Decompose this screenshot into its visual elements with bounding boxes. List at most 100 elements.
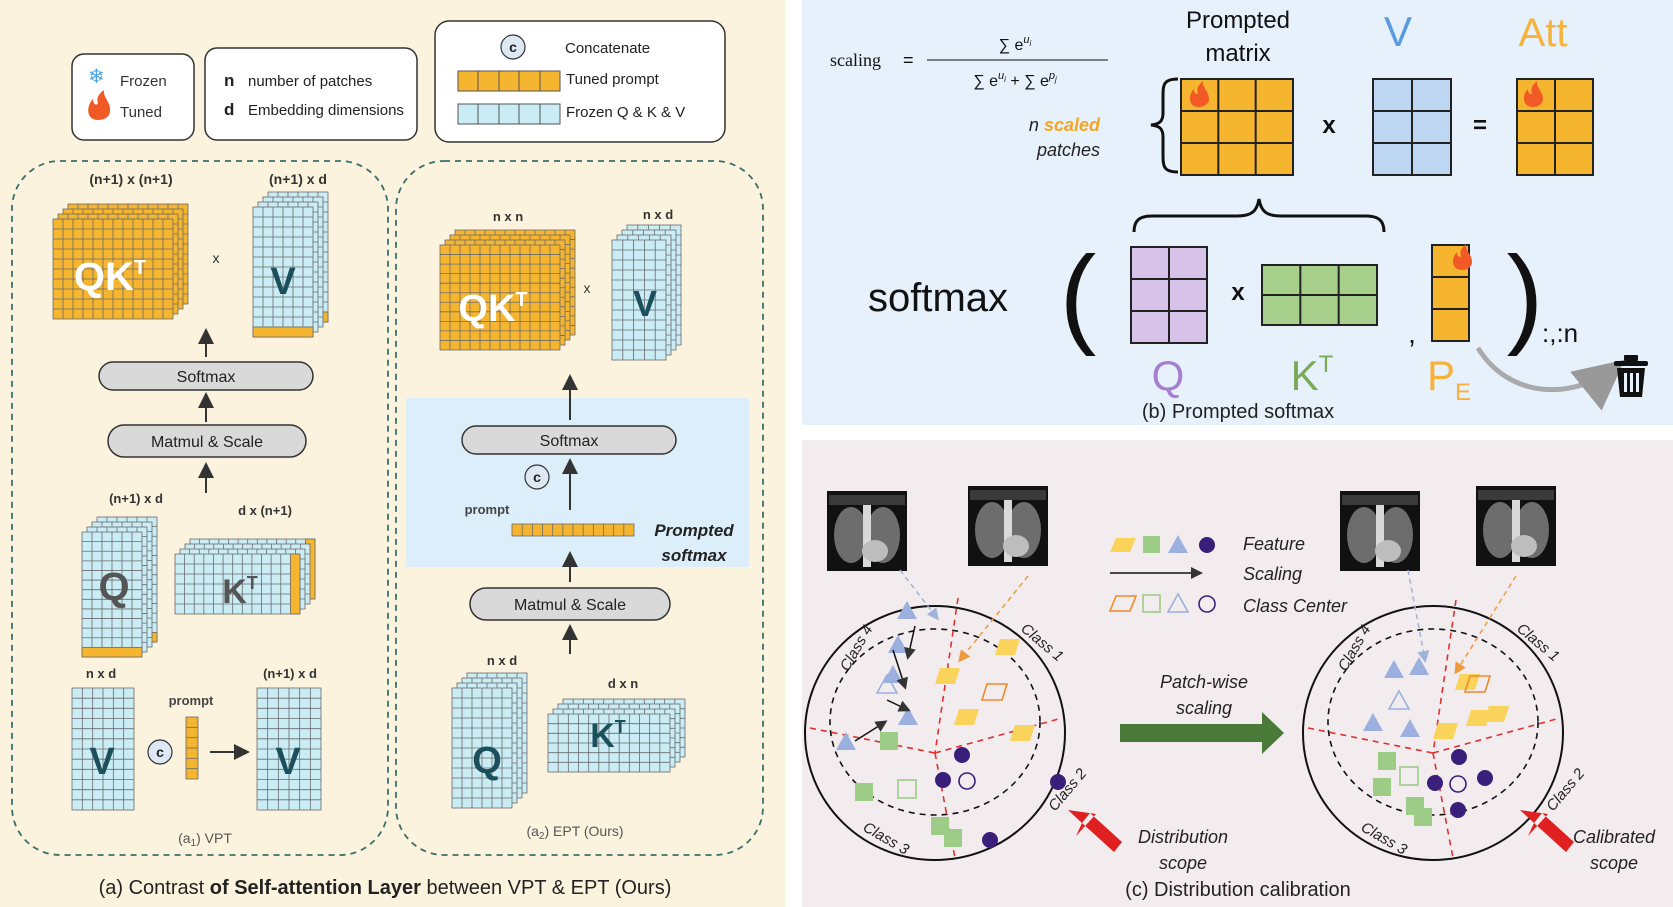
q-label: Q	[1152, 352, 1185, 399]
legend-center-yellow	[1108, 595, 1138, 612]
feature-circle	[1050, 774, 1066, 790]
vpt-q-matrix-stack	[81, 516, 158, 658]
flame-icon	[88, 90, 111, 120]
ept-qk-matrix-stack	[439, 229, 576, 351]
feature-circle	[1449, 775, 1467, 793]
feature-square	[880, 732, 898, 750]
vpt-v-in-matrix	[71, 687, 135, 811]
ept-v-dim: n x d	[643, 207, 673, 222]
b-times-2: x	[1231, 279, 1245, 306]
legend-tuned-label: Tuned	[120, 104, 162, 121]
vpt-v-label: V	[270, 261, 296, 303]
feature-parallelogram	[1463, 675, 1492, 693]
ept-concat-symbol: c	[533, 469, 541, 485]
ept-prompted-label-1: Prompted	[654, 521, 734, 540]
v-matrix-grid	[1372, 78, 1452, 176]
ept-times: x	[584, 280, 591, 296]
formula-denominator: ∑ eui + ∑ epj	[973, 70, 1057, 90]
red-pointer-left	[1068, 810, 1122, 852]
legend-feature-yellow	[1110, 538, 1136, 552]
xray-image-2	[968, 486, 1048, 566]
legend-feature-circle	[1199, 537, 1215, 553]
panel-c-caption: (c) Distribution calibration	[1125, 879, 1351, 901]
matrix-layer	[439, 244, 561, 351]
feature-parallelogram	[1010, 725, 1035, 741]
k-label: KT	[1291, 351, 1334, 399]
legend: ❄ Frozen Tuned n number of patches d Emb…	[71, 20, 726, 143]
b-times-1: x	[1322, 112, 1336, 139]
xray-image-4	[1476, 486, 1556, 566]
right-paren: )	[1507, 234, 1544, 357]
vpt-v-in-dim: n x d	[86, 666, 116, 681]
ept-caption: (a2) EPT (Ours)	[526, 823, 623, 842]
panel-b-background	[802, 0, 1673, 425]
feature-circle	[1477, 770, 1493, 786]
feature-circle	[1450, 802, 1466, 818]
legend-d-symbol: d	[224, 100, 234, 119]
divider-bottom-right	[1432, 752, 1454, 859]
snowflake-icon: ❄	[88, 66, 105, 88]
legend-n-symbol: n	[224, 71, 234, 90]
ept-diagram: n x n n x d QKT x V Softmax c prompt Pro…	[406, 207, 749, 842]
legend-center-circle	[1198, 595, 1216, 613]
vpt-q-label: Q	[98, 565, 129, 609]
matrix-layer	[547, 713, 671, 773]
pe-label: PE	[1427, 352, 1471, 406]
feature-triangle	[875, 673, 899, 694]
ept-container	[395, 160, 764, 856]
feature-points-left	[836, 569, 1066, 848]
vpt-v-out-matrix	[256, 687, 322, 811]
feature-triangle	[888, 635, 908, 653]
inner-ellipse-left	[829, 628, 1041, 816]
matrix-layer	[611, 239, 667, 361]
k-matrix	[1261, 264, 1378, 326]
prompted-matrix-title-2: matrix	[1205, 40, 1270, 67]
distribution-scope-2: scope	[1159, 853, 1207, 873]
feature-parallelogram	[1433, 723, 1458, 739]
outer-ellipse-right	[1302, 605, 1564, 861]
legend-d-desc: Embedding dimensions	[248, 102, 404, 119]
v-title: V	[1384, 8, 1412, 55]
ept-prompted-softmax-region	[406, 398, 749, 567]
ept-k-matrix-stack	[547, 698, 686, 773]
prompt-vector-grid	[511, 523, 635, 537]
patch-wise-label-2: scaling	[1176, 698, 1232, 718]
ept-qk-dim: n x n	[493, 209, 523, 224]
ept-prompted-label-2: softmax	[661, 546, 728, 565]
flame-icon-pe	[1452, 244, 1472, 270]
b-comma: ,	[1408, 318, 1416, 349]
legend-tuned-prompt: Tuned prompt	[566, 71, 660, 88]
feature-triangle	[836, 732, 856, 750]
legend-box-dims	[204, 47, 418, 141]
feature-circle	[954, 747, 970, 763]
panel-c-legend: Feature Scaling Class Center	[1108, 534, 1348, 616]
feature-triangle	[1400, 719, 1420, 737]
att-title: Att	[1519, 11, 1568, 55]
prompt-vector-grid	[185, 716, 199, 780]
xray-image-1	[827, 491, 907, 571]
pe-vector-grid	[1431, 244, 1470, 342]
feature-circle	[1427, 775, 1443, 791]
vpt-matmul-label: Matmul & Scale	[151, 434, 263, 451]
feature-square	[1373, 778, 1391, 796]
concat-icon	[500, 34, 526, 60]
ept-softmax-label: Softmax	[540, 433, 599, 450]
divider-vertical-right	[1432, 599, 1457, 754]
matrix-layer	[52, 218, 174, 320]
feature-triangle	[1363, 713, 1383, 731]
legend-feature-triangle	[1168, 535, 1188, 553]
matrix-layer	[81, 531, 143, 658]
vpt-diagram: (n+1) x (n+1) (n+1) x d QKT x V Softmax …	[52, 171, 329, 849]
vpt-qk-dim: (n+1) x (n+1)	[89, 171, 172, 187]
distribution-scope-1: Distribution	[1138, 827, 1228, 847]
ept-concat-icon	[524, 464, 550, 490]
vpt-v-top-matrix-stack	[252, 191, 329, 338]
formula-numerator: ∑ eui	[999, 34, 1032, 54]
feature-parallelogram	[935, 668, 960, 684]
q-matrix	[1130, 246, 1208, 344]
matrix-layer	[252, 206, 314, 338]
feature-square	[1378, 752, 1396, 770]
b-equals: =	[1473, 112, 1487, 139]
vpt-v-top-dim: (n+1) x d	[269, 171, 327, 187]
feature-square	[1399, 766, 1419, 786]
